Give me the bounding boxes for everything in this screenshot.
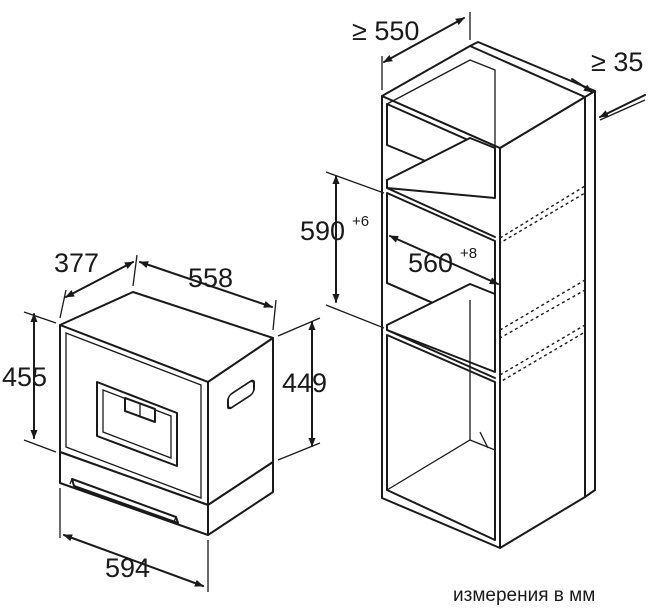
label-height-449: 449 bbox=[282, 368, 327, 398]
shelf-upper bbox=[386, 137, 496, 199]
units-caption: измерения в мм bbox=[453, 585, 595, 606]
label-width-558: 558 bbox=[188, 263, 233, 293]
label-depth-377: 377 bbox=[54, 248, 99, 278]
label-niche-height: 590 bbox=[300, 216, 345, 246]
drawer-handle bbox=[71, 478, 179, 524]
appliance-drawing bbox=[59, 291, 274, 536]
cabinet-drawing bbox=[381, 41, 596, 549]
label-width-594: 594 bbox=[105, 553, 150, 583]
label-vent-gap: ≥ 35 bbox=[591, 47, 643, 77]
appliance-dimension-lines bbox=[23, 254, 321, 592]
label-niche-width: 560 bbox=[408, 248, 453, 278]
label-height-455: 455 bbox=[2, 362, 47, 392]
label-niche-height-tolerance: +6 bbox=[352, 213, 369, 230]
side-handle bbox=[227, 379, 255, 410]
lower-compartment bbox=[386, 334, 496, 541]
dispenser-opening bbox=[96, 381, 178, 467]
cabinet-dimension-lines bbox=[325, 12, 646, 329]
label-niche-depth: ≥ 550 bbox=[352, 16, 419, 46]
label-niche-width-tolerance: +8 bbox=[460, 245, 477, 262]
